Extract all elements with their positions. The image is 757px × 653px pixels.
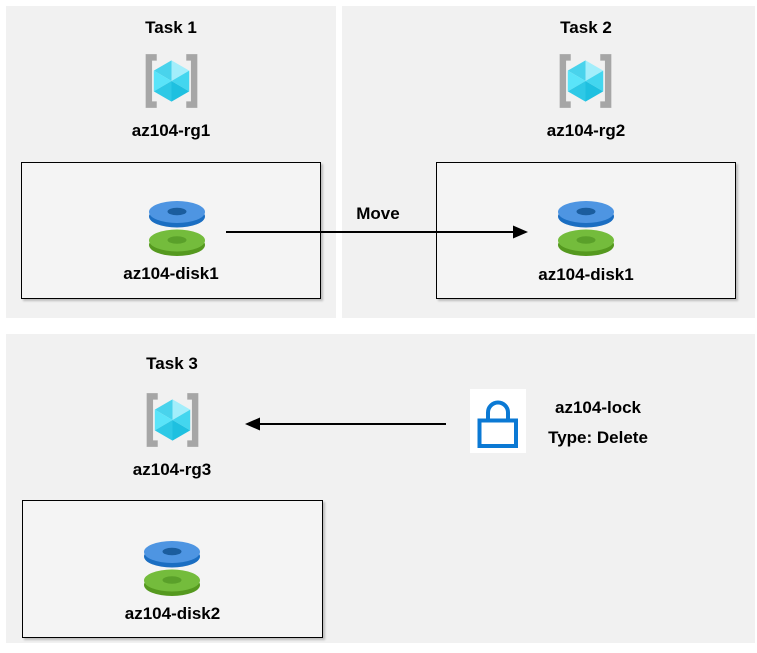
move-arrow-label: Move (356, 204, 400, 223)
lock-arrow-left-icon (245, 417, 446, 431)
resource-group-2-label: az104-rg2 (546, 121, 626, 140)
task3-title: Task 3 (146, 354, 198, 373)
lock-name-label: az104-lock (555, 398, 641, 417)
resource-group-icon (140, 52, 203, 110)
lock-annotation: az104-lock Type: Delete (536, 393, 660, 453)
disk1-source-label: az104-disk1 (123, 264, 219, 283)
lock-icon (470, 389, 526, 453)
resource-group-icon (554, 52, 617, 110)
disk2-box (22, 500, 323, 638)
disk1-source-box (21, 162, 321, 299)
task1-title: Task 1 (145, 18, 197, 37)
disk-icon (141, 536, 203, 600)
disk1-destination-label: az104-disk1 (538, 265, 634, 284)
resource-group-3-label: az104-rg3 (132, 460, 212, 479)
move-arrow-right-icon (226, 225, 528, 239)
lock-icon-background (470, 389, 526, 453)
resource-group-1-label: az104-rg1 (131, 121, 211, 140)
disk-icon (555, 196, 617, 260)
task2-title: Task 2 (560, 18, 612, 37)
resource-group-icon (141, 391, 204, 449)
disk-icon (146, 196, 208, 260)
disk2-label: az104-disk2 (124, 604, 221, 623)
lock-type-label: Type: Delete (548, 428, 648, 447)
